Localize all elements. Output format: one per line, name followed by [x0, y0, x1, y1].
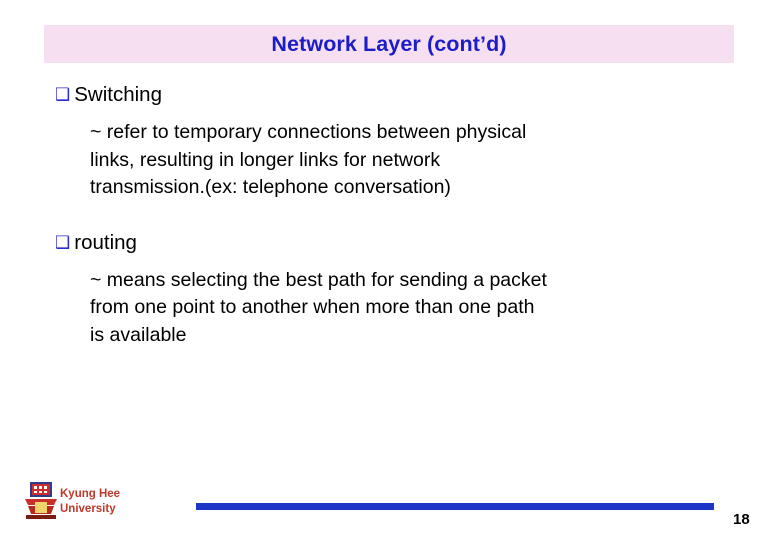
bullet-detail-routing: ~ means selecting the best path for send… [0, 267, 780, 350]
bullet-square-icon: ❑ [55, 85, 71, 105]
detail-line: is available [90, 323, 187, 346]
page-number: 18 [733, 511, 750, 528]
detail-line: transmission.(ex: telephone conversation… [90, 176, 451, 198]
bullet-item-routing: ❑ routing [0, 230, 780, 256]
bullet-square-icon: ❑ [55, 232, 71, 253]
university-name-line1: Kyung Hee [60, 488, 121, 500]
bullet-label-switching: Switching [74, 83, 162, 106]
bullet-label-routing: routing [74, 230, 137, 254]
university-name-line2: University [60, 503, 116, 515]
page-title: Network Layer (cont’d) [271, 31, 507, 56]
detail-line: links, resulting in longer links for net… [90, 148, 441, 171]
slide-content: ❑ Switching ~ refer to temporary connect… [0, 75, 780, 349]
slide-title-bar: Network Layer (cont’d) [44, 25, 734, 63]
bullet-detail-switching: ~ refer to temporary connections between… [0, 119, 780, 202]
detail-line: from one point to another when more than… [90, 296, 535, 318]
footer-divider [196, 503, 714, 510]
university-crest-icon [24, 481, 58, 521]
bullet-item-switching: ❑ Switching [0, 82, 780, 108]
detail-line: ~ refer to temporary connections between… [90, 121, 527, 143]
detail-line: ~ means selecting the best path for send… [90, 268, 547, 291]
university-name: Kyung Hee University [60, 487, 120, 517]
